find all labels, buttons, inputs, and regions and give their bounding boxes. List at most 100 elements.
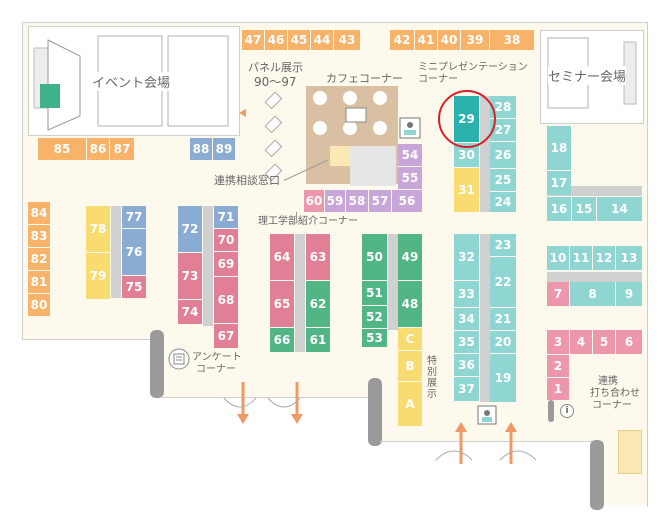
booth-75[interactable]: 75: [122, 276, 146, 298]
booth-36[interactable]: 36: [454, 354, 479, 376]
booth-54[interactable]: 54: [398, 144, 422, 166]
booth-27[interactable]: 27: [490, 119, 516, 141]
booth-22[interactable]: 22: [490, 257, 516, 307]
booth-32[interactable]: 32: [454, 234, 479, 280]
booth-6[interactable]: 6: [616, 330, 642, 354]
booth-89[interactable]: 89: [213, 138, 235, 160]
booth-57[interactable]: 57: [369, 190, 391, 212]
booth-50[interactable]: 50: [362, 234, 387, 280]
booth-66[interactable]: 66: [270, 328, 294, 352]
booth-7[interactable]: 7: [547, 282, 569, 306]
booth-53[interactable]: 53: [362, 329, 387, 347]
booth-55[interactable]: 55: [398, 167, 422, 189]
booth-71[interactable]: 71: [214, 206, 238, 228]
door-swing-icon: [435, 450, 537, 461]
booth-3[interactable]: 3: [547, 330, 569, 354]
booth-69[interactable]: 69: [214, 252, 238, 276]
booth-5[interactable]: 5: [593, 330, 615, 354]
meeting-desk: [618, 430, 642, 474]
booth-46[interactable]: 46: [265, 30, 287, 50]
info-icon[interactable]: i: [560, 404, 574, 418]
special-exhibit-label: 特別展示: [427, 356, 437, 400]
wall-bottom-left: [22, 339, 162, 340]
booth-60[interactable]: 60: [304, 190, 324, 212]
booth-19[interactable]: 19: [490, 354, 516, 402]
booth-83[interactable]: 83: [28, 225, 50, 247]
booth-1[interactable]: 1: [547, 378, 569, 400]
booth-26[interactable]: 26: [490, 142, 516, 168]
booth-79[interactable]: 79: [86, 253, 110, 299]
booth-86[interactable]: 86: [87, 138, 109, 160]
booth-70[interactable]: 70: [214, 229, 238, 251]
booth-62[interactable]: 62: [306, 281, 330, 327]
booth-B[interactable]: B: [398, 351, 422, 381]
booth-12[interactable]: 12: [593, 246, 615, 270]
booth-40[interactable]: 40: [438, 30, 460, 50]
booth-29[interactable]: 29: [454, 96, 479, 142]
booth-17[interactable]: 17: [547, 171, 571, 195]
booth-33[interactable]: 33: [454, 281, 479, 307]
booth-45[interactable]: 45: [288, 30, 310, 50]
booth-58[interactable]: 58: [346, 190, 368, 212]
booth-28[interactable]: 28: [490, 96, 516, 118]
booth-8[interactable]: 8: [570, 282, 615, 306]
booth-35[interactable]: 35: [454, 331, 479, 353]
booth-31[interactable]: 31: [454, 168, 479, 212]
booth-37[interactable]: 37: [454, 377, 479, 401]
booth-48[interactable]: 48: [398, 281, 422, 327]
booth-78[interactable]: 78: [86, 206, 110, 252]
booth-16[interactable]: 16: [547, 197, 571, 221]
booth-59[interactable]: 59: [325, 190, 345, 212]
booth-77[interactable]: 77: [122, 206, 146, 228]
booth-61[interactable]: 61: [306, 328, 330, 352]
booth-76[interactable]: 76: [122, 229, 146, 275]
booth-44[interactable]: 44: [311, 30, 333, 50]
booth-42[interactable]: 42: [390, 30, 414, 50]
booth-64[interactable]: 64: [270, 234, 294, 280]
booth-4[interactable]: 4: [570, 330, 592, 354]
booth-67[interactable]: 67: [214, 324, 238, 348]
booth-81[interactable]: 81: [28, 271, 50, 293]
booth-82[interactable]: 82: [28, 248, 50, 270]
booth-52[interactable]: 52: [362, 306, 387, 328]
panel-exhibit-number-label: 90～97: [254, 75, 297, 89]
booth-88[interactable]: 88: [190, 138, 212, 160]
booth-C[interactable]: C: [398, 328, 422, 350]
booth-13[interactable]: 13: [616, 246, 642, 270]
booth-56[interactable]: 56: [392, 190, 422, 212]
booth-9[interactable]: 9: [616, 282, 642, 306]
meeting-corner-sub-label: コーナー: [592, 400, 632, 411]
booth-34[interactable]: 34: [454, 308, 479, 330]
booth-84[interactable]: 84: [28, 202, 50, 224]
booth-49[interactable]: 49: [398, 234, 422, 280]
booth-23[interactable]: 23: [490, 234, 516, 256]
booth-41[interactable]: 41: [415, 30, 437, 50]
booth-20[interactable]: 20: [490, 331, 516, 353]
booth-21[interactable]: 21: [490, 308, 516, 330]
booth-24[interactable]: 24: [490, 192, 516, 212]
booth-10[interactable]: 10: [547, 246, 569, 270]
booth-74[interactable]: 74: [178, 300, 202, 324]
booth-68[interactable]: 68: [214, 277, 238, 323]
booth-63[interactable]: 63: [306, 234, 330, 280]
booth-80[interactable]: 80: [28, 294, 50, 316]
booth-11[interactable]: 11: [570, 246, 592, 270]
booth-A[interactable]: A: [398, 382, 422, 426]
booth-72[interactable]: 72: [178, 206, 202, 252]
booth-47[interactable]: 47: [242, 30, 264, 50]
booth-73[interactable]: 73: [178, 253, 202, 299]
booth-38[interactable]: 38: [490, 30, 534, 50]
booth-18[interactable]: 18: [547, 126, 571, 170]
booth-39[interactable]: 39: [461, 30, 489, 50]
booth-85[interactable]: 85: [38, 138, 86, 160]
booth-15[interactable]: 15: [572, 197, 596, 221]
consult-window-label: 連携相談窓口: [214, 174, 280, 187]
booth-2[interactable]: 2: [547, 355, 569, 377]
wall-right: [647, 22, 648, 507]
booth-65[interactable]: 65: [270, 281, 294, 327]
booth-43[interactable]: 43: [334, 30, 360, 50]
booth-14[interactable]: 14: [597, 197, 642, 221]
booth-25[interactable]: 25: [490, 169, 516, 191]
booth-87[interactable]: 87: [110, 138, 134, 160]
booth-51[interactable]: 51: [362, 281, 387, 305]
